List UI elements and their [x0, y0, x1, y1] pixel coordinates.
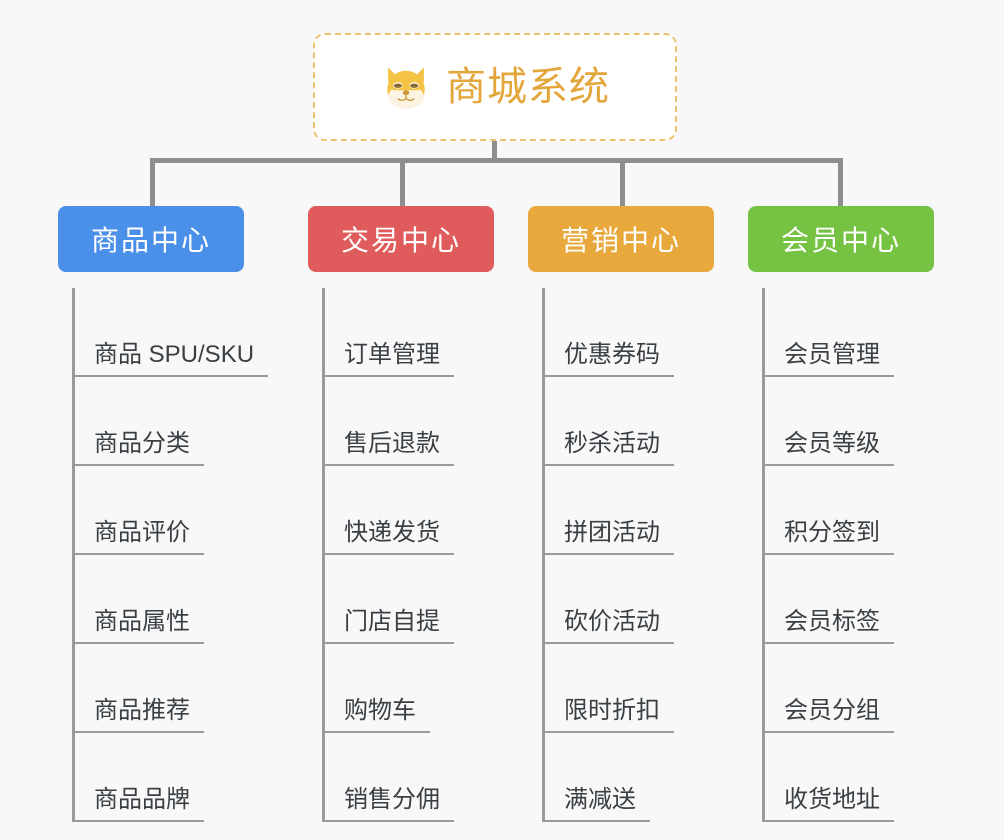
list-item[interactable]: 销售分佣 [324, 733, 494, 822]
leaf-label: 商品评价 [74, 519, 204, 555]
connector-stem [492, 141, 497, 161]
leaf-label: 会员管理 [764, 341, 894, 377]
branch-member-center: 会员中心 会员管理 会员等级 积分签到 会员标签 会员分组 收货地址 [748, 206, 934, 822]
list-item[interactable]: 砍价活动 [544, 555, 714, 644]
list-item[interactable]: 会员标签 [764, 555, 934, 644]
connector-drop-1 [150, 158, 155, 206]
leaf-label: 优惠券码 [544, 341, 674, 377]
dog-face-icon [387, 67, 425, 109]
branch-header-marketing-center[interactable]: 营销中心 [528, 206, 714, 272]
branch-header-member-center[interactable]: 会员中心 [748, 206, 934, 272]
list-item[interactable]: 商品评价 [74, 466, 268, 555]
leaf-label: 秒杀活动 [544, 430, 674, 466]
list-item[interactable]: 商品推荐 [74, 644, 268, 733]
branch-marketing-center: 营销中心 优惠券码 秒杀活动 拼团活动 砍价活动 限时折扣 满减送 [528, 206, 714, 822]
connector-drop-4 [838, 158, 843, 206]
list-item[interactable]: 商品属性 [74, 555, 268, 644]
leaf-label: 快递发货 [324, 519, 454, 555]
leaf-label: 订单管理 [324, 341, 454, 377]
leaf-list-marketing-center: 优惠券码 秒杀活动 拼团活动 砍价活动 限时折扣 满减送 [528, 288, 714, 822]
branch-trade-center: 交易中心 订单管理 售后退款 快递发货 门店自提 购物车 销售分佣 [308, 206, 494, 822]
leaf-label: 会员分组 [764, 697, 894, 733]
list-item[interactable]: 限时折扣 [544, 644, 714, 733]
branch-trunk [322, 288, 325, 822]
branch-product-center: 商品中心 商品 SPU/SKU 商品分类 商品评价 商品属性 商品推荐 商品品牌 [58, 206, 269, 822]
leaf-label: 商品分类 [74, 430, 204, 466]
leaf-label: 商品属性 [74, 608, 204, 644]
list-item[interactable]: 会员分组 [764, 644, 934, 733]
list-item[interactable]: 门店自提 [324, 555, 494, 644]
leaf-list-product-center: 商品 SPU/SKU 商品分类 商品评价 商品属性 商品推荐 商品品牌 [58, 288, 269, 822]
list-item[interactable]: 优惠券码 [544, 288, 714, 377]
leaf-label: 商品品牌 [74, 786, 204, 822]
list-item[interactable]: 会员管理 [764, 288, 934, 377]
connector-drop-3 [620, 158, 625, 206]
list-item[interactable]: 拼团活动 [544, 466, 714, 555]
leaf-label: 满减送 [544, 786, 650, 822]
leaf-label: 购物车 [324, 697, 430, 733]
branch-trunk [762, 288, 765, 822]
leaf-label: 商品 SPU/SKU [74, 341, 269, 377]
connector-bus [150, 158, 839, 163]
list-item[interactable]: 会员等级 [764, 377, 934, 466]
branch-trunk [72, 288, 75, 822]
list-item[interactable]: 秒杀活动 [544, 377, 714, 466]
branch-header-product-center[interactable]: 商品中心 [58, 206, 244, 272]
list-item[interactable]: 收货地址 [764, 733, 934, 822]
leaf-label: 销售分佣 [324, 786, 454, 822]
connector-drop-2 [400, 158, 405, 206]
leaf-label: 门店自提 [324, 608, 454, 644]
list-item[interactable]: 满减送 [544, 733, 714, 822]
list-item[interactable]: 购物车 [324, 644, 494, 733]
branch-trunk [542, 288, 545, 822]
root-node[interactable]: 商城系统 [313, 33, 677, 141]
leaf-label: 砍价活动 [544, 608, 674, 644]
leaf-label: 拼团活动 [544, 519, 674, 555]
list-item[interactable]: 商品 SPU/SKU [74, 288, 269, 377]
leaf-label: 积分签到 [764, 519, 894, 555]
leaf-label: 会员等级 [764, 430, 894, 466]
list-item[interactable]: 商品品牌 [74, 733, 268, 822]
list-item[interactable]: 售后退款 [324, 377, 494, 466]
list-item[interactable]: 订单管理 [324, 288, 494, 377]
branch-header-trade-center[interactable]: 交易中心 [308, 206, 494, 272]
leaf-label: 售后退款 [324, 430, 454, 466]
leaf-label: 会员标签 [764, 608, 894, 644]
list-item[interactable]: 商品分类 [74, 377, 268, 466]
list-item[interactable]: 积分签到 [764, 466, 934, 555]
leaf-list-member-center: 会员管理 会员等级 积分签到 会员标签 会员分组 收货地址 [748, 288, 934, 822]
list-item[interactable]: 快递发货 [324, 466, 494, 555]
leaf-label: 限时折扣 [544, 697, 674, 733]
root-title: 商城系统 [446, 65, 610, 109]
leaf-label: 商品推荐 [74, 697, 204, 733]
leaf-list-trade-center: 订单管理 售后退款 快递发货 门店自提 购物车 销售分佣 [308, 288, 494, 822]
leaf-label: 收货地址 [764, 786, 894, 822]
